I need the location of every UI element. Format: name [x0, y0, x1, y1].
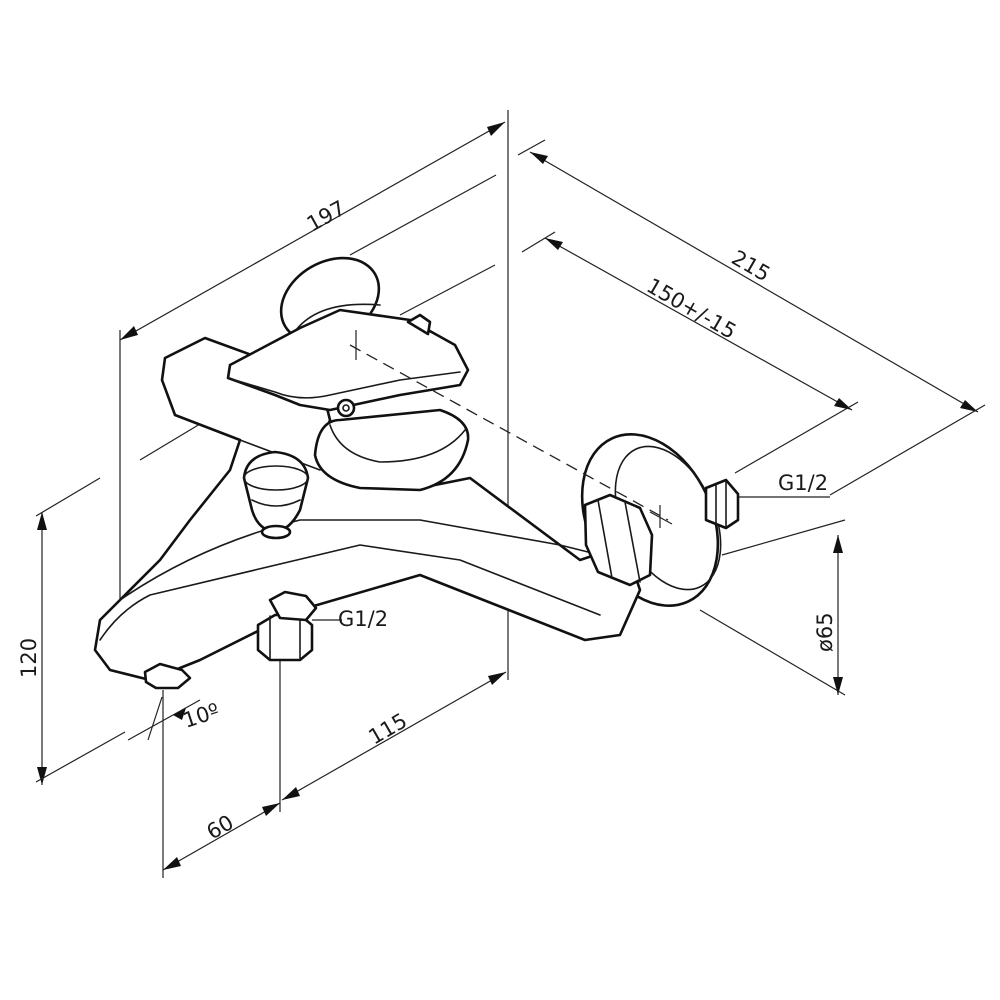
cartridge-dome — [313, 408, 470, 492]
dimension-120: 120 — [17, 477, 126, 785]
dimension-label-65: ø65 — [813, 612, 837, 652]
dimension-label-120: 120 — [17, 638, 41, 678]
diverter-knob — [242, 450, 310, 540]
angle-callout: 10º — [127, 696, 222, 741]
lever-handle — [226, 308, 470, 418]
dimension-150: 150+/-15 — [521, 231, 859, 474]
wall-thread-label: G1/2 — [778, 471, 828, 495]
dimension-60: 60 — [162, 660, 281, 878]
dimension-diameter-65: ø65 — [699, 535, 846, 696]
side-inlet-nut — [583, 493, 654, 587]
dimension-115: 115 — [281, 671, 507, 801]
spout-lower-edge — [99, 544, 601, 641]
dimension-label-197: 197 — [303, 196, 350, 236]
bottom-thread-label: G1/2 — [338, 607, 388, 631]
center-axis — [349, 330, 673, 528]
angle-label: 10º — [180, 699, 222, 733]
dimension-label-60: 60 — [203, 810, 238, 844]
bottom-inlet-nut: G1/2 — [256, 590, 388, 662]
dimension-215: 215 — [517, 139, 986, 496]
dimension-label-115: 115 — [365, 708, 412, 749]
dimension-label-150: 150+/-15 — [643, 274, 741, 344]
wall-thread-callout: G1/2 — [721, 471, 846, 556]
spout-outlet — [143, 662, 192, 690]
